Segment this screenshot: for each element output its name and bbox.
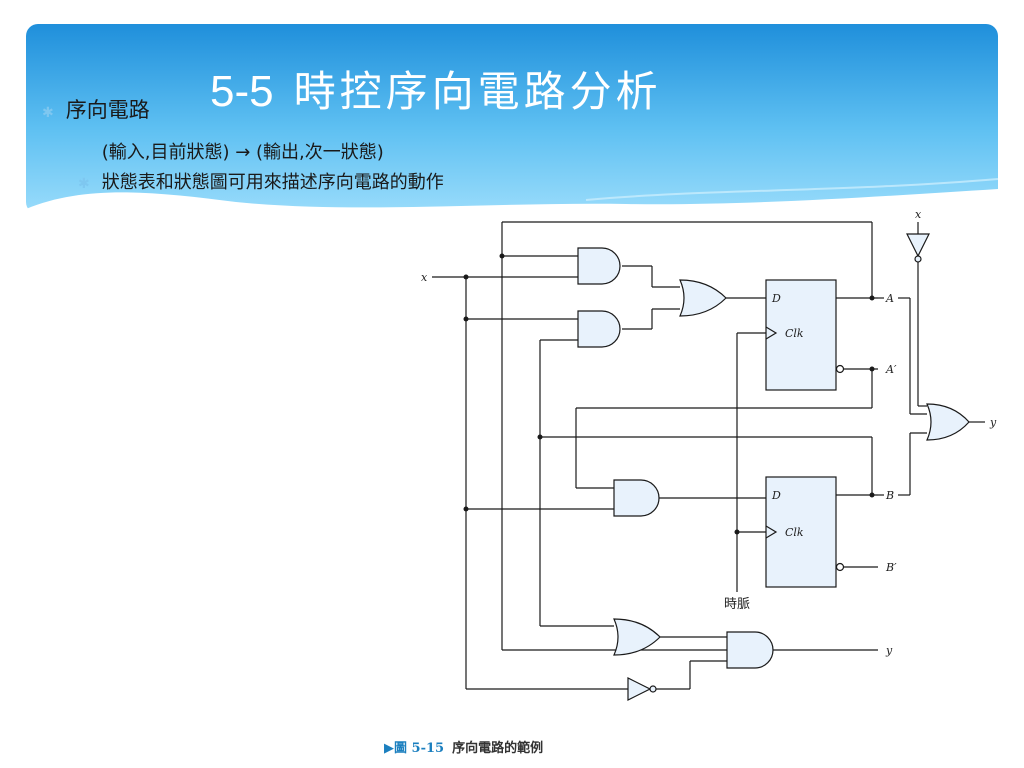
inverter-bottom-bubble: [649, 685, 657, 693]
inverters: [627, 233, 930, 701]
title-text: 時控序向電路分析: [293, 67, 662, 116]
bullet-2-text: (輸入,目前狀態) → (輸出,次一狀態): [101, 142, 384, 163]
figure-number: ▶圖 5-15: [384, 741, 445, 756]
label-out-y-bottom: y: [885, 644, 893, 657]
label-out-a-not: A′: [885, 363, 897, 376]
ff-b-bubble: [835, 562, 845, 572]
bullet-3-text: 狀態表和狀態圖可用來描述序向電路的動作: [101, 172, 444, 193]
title-banner: [26, 24, 998, 214]
banner-background: [26, 24, 998, 214]
ff-a-bubble: [835, 364, 845, 374]
flip-flops: [765, 279, 845, 588]
inverter-top: [906, 233, 930, 258]
or-gate-3: [613, 618, 661, 656]
label-inv-x: x: [915, 208, 922, 221]
bullet-star-icon: ✱: [42, 105, 54, 121]
flip-flop-a: [765, 279, 837, 391]
wires: [432, 221, 985, 690]
title-number: 5-5: [210, 67, 274, 116]
and-gate-2: [577, 310, 621, 348]
junction-dots: [463, 253, 875, 535]
label-input-x: x: [421, 271, 428, 284]
or-gate-2: [926, 403, 970, 441]
label-clk-b: Clk: [785, 526, 804, 539]
bullet-3: ✱ 狀態表和狀態圖可用來描述序向電路的動作: [78, 168, 444, 194]
bullet-1: ✱ 序向電路: [42, 94, 150, 124]
and-gates: [577, 247, 774, 669]
and-gate-1: [577, 247, 621, 285]
label-d-a: D: [771, 292, 781, 305]
clk-triangle-b: [765, 525, 778, 539]
figure-caption-text: 序向電路的範例: [452, 741, 544, 756]
and-gate-3: [613, 479, 660, 517]
label-out-b-not: B′: [885, 561, 897, 574]
sequential-circuit-diagram: x x D Clk D Clk A A′ B B′ y y 時脈: [421, 208, 997, 701]
or-gate-1: [679, 279, 727, 317]
slide-title: 5-5 時控序向電路分析: [210, 58, 662, 119]
label-out-a: A: [885, 292, 894, 305]
label-out-y-top: y: [989, 416, 997, 429]
inverter-top-bubble: [914, 255, 922, 263]
output-stubs: [878, 297, 884, 496]
clk-triangle-a: [765, 326, 778, 340]
bullet-star-icon: ✱: [78, 176, 90, 192]
label-clk-a: Clk: [785, 327, 804, 340]
or-gates: [613, 279, 970, 656]
flip-flop-b: [765, 476, 837, 588]
bullet-2: ✱(輸入,目前狀態) → (輸出,次一狀態): [78, 138, 384, 164]
label-clock: 時脈: [724, 597, 750, 612]
label-out-b: B: [885, 489, 894, 502]
label-d-b: D: [771, 489, 781, 502]
and-gate-4: [726, 631, 774, 669]
bullet-1-text: 序向電路: [65, 98, 150, 122]
figure-caption: ▶圖 5-15 序向電路的範例: [384, 737, 543, 756]
inverter-bottom: [627, 677, 652, 701]
